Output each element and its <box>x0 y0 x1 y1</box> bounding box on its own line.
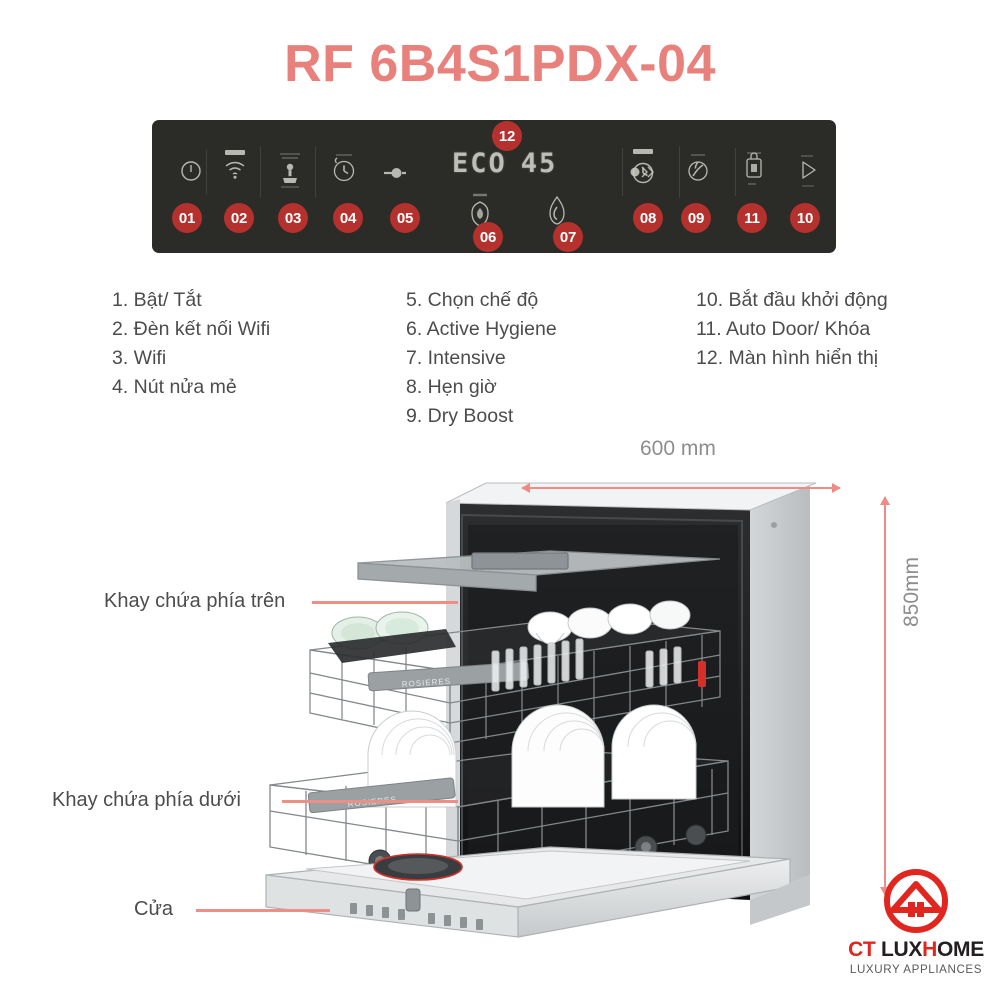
legend-item: 3. Wifi <box>112 347 167 369</box>
delay-timer-icon[interactable] <box>325 144 363 196</box>
legend-item: 9. Dry Boost <box>406 405 514 427</box>
brand-logo: CT LUXHOME LUXURY APPLIANCES <box>836 868 996 976</box>
house-logo-icon <box>883 868 949 934</box>
legend-column-3: 10. Bắt đầu khởi động 11. Auto Door/ Khó… <box>696 286 888 373</box>
legend-item: 7. Intensive <box>406 347 506 369</box>
panel-divider <box>260 146 261 198</box>
indicator-bar-icon <box>633 149 653 154</box>
display-value-text: 45 <box>520 148 558 179</box>
dishwasher-illustration: ROSIERES <box>265 482 817 938</box>
door-panel <box>265 846 791 938</box>
wifi-indicator-icon[interactable] <box>216 142 254 188</box>
panel-divider <box>315 146 316 198</box>
product-photo: ROSIERES <box>250 455 910 955</box>
intensive-icon[interactable] <box>540 190 574 232</box>
cutlery-tray <box>357 550 721 592</box>
svg-text:ROSIERES: ROSIERES <box>402 677 452 689</box>
logo-text-ome: OME <box>936 938 984 961</box>
callout-lower-rack-line <box>282 800 458 803</box>
legend-item: 10. Bắt đầu khởi động <box>696 289 888 311</box>
badge-03: 03 <box>278 203 308 233</box>
page-title: RF 6B4S1PDX-04 <box>284 35 716 93</box>
callout-upper-rack-label: Khay chứa phía trên <box>104 590 286 612</box>
upper-plates <box>491 638 682 692</box>
legend-item: 11. Auto Door/ Khóa <box>696 318 871 340</box>
legend-item: 1. Bật/ Tắt <box>112 289 202 311</box>
door-icon-strip <box>350 903 483 930</box>
logo-text-h: H <box>922 938 937 961</box>
callout-lower-rack-label: Khay chứa phía dưới <box>52 789 241 811</box>
control-panel-face <box>152 120 836 253</box>
badge-05: 05 <box>390 203 420 233</box>
badge-12: 12 <box>492 121 522 151</box>
program-select-icon[interactable] <box>380 162 410 184</box>
callout-door-label: Cửa <box>134 898 173 920</box>
logo-text-ct: CT <box>848 938 881 961</box>
half-load-icon[interactable] <box>270 142 310 198</box>
legend-item: 8. Hẹn giờ <box>406 376 497 398</box>
lower-rack: ROSIERES <box>269 704 729 885</box>
badge-10: 10 <box>790 203 820 233</box>
panel-divider <box>735 148 736 196</box>
rack-handle <box>367 661 530 692</box>
panel-divider <box>206 150 207 194</box>
badge-02: 02 <box>224 203 254 233</box>
power-icon[interactable] <box>178 158 204 184</box>
legend-item: 12. Màn hình hiển thị <box>696 347 879 369</box>
cups <box>527 600 691 645</box>
callout-upper-rack-line <box>312 601 458 604</box>
callout-door-line <box>196 909 330 912</box>
badge-11: 11 <box>737 203 767 233</box>
legend-column-2: 5. Chọn chế độ 6. Active Hygiene 7. Inte… <box>406 286 557 431</box>
legend-item: 2. Đèn kết nối Wifi <box>112 318 271 340</box>
legend-column-1: 1. Bật/ Tắt 2. Đèn kết nối Wifi 3. Wifi … <box>112 286 270 402</box>
display-mode-text: ECO <box>452 148 507 179</box>
legend-item: 6. Active Hygiene <box>406 318 557 340</box>
badge-01: 01 <box>172 203 202 233</box>
logo-tagline: LUXURY APPLIANCES <box>849 963 983 976</box>
panel-divider <box>679 146 680 198</box>
logo-text-lux: LUX <box>881 938 923 961</box>
badge-08: 08 <box>633 203 663 233</box>
auto-door-lock-icon[interactable] <box>735 142 773 198</box>
legend-item: 5. Chọn chế độ <box>406 289 539 311</box>
height-dimension-label: 850mm <box>900 556 923 627</box>
glass-plates <box>331 611 429 650</box>
width-dimension-arrow <box>521 483 841 493</box>
width-dimension-label: 600 mm <box>640 437 716 460</box>
logo-wordmark: CT LUXHOME <box>836 938 996 962</box>
dry-boost-icon[interactable] <box>679 144 717 196</box>
badge-04: 04 <box>333 203 363 233</box>
badge-07: 07 <box>553 222 583 252</box>
badge-09: 09 <box>681 203 711 233</box>
indicator-bar-icon <box>225 149 245 155</box>
height-dimension-arrow <box>880 496 890 896</box>
rinse-progress-icon <box>628 162 658 182</box>
start-icon[interactable] <box>790 148 826 196</box>
badge-06: 06 <box>473 222 503 252</box>
display-screen: ECO 45 <box>452 148 557 179</box>
legend-item: 4. Nút nửa mẻ <box>112 376 237 398</box>
panel-divider <box>622 148 623 196</box>
